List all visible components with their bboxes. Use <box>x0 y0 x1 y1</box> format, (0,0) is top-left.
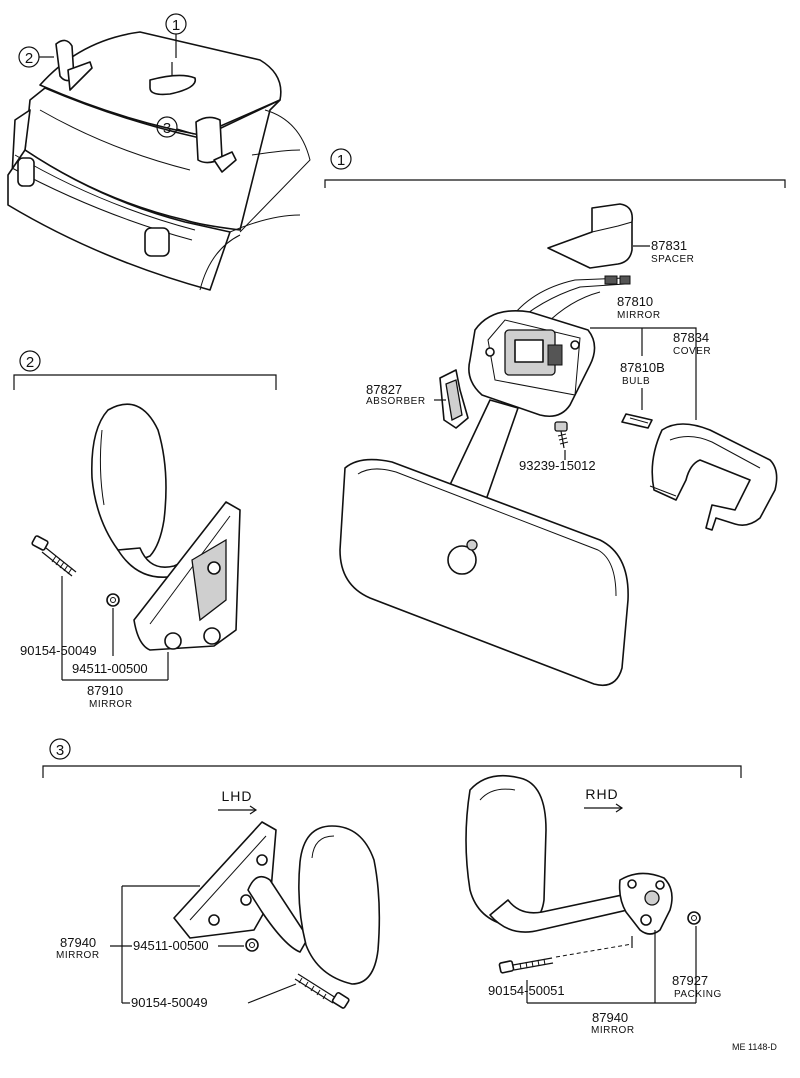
svg-text:1: 1 <box>172 17 180 34</box>
mirror-name-2: MIRROR <box>89 699 133 710</box>
svg-text:2: 2 <box>25 50 33 67</box>
lhd-heading: LHD <box>221 788 252 804</box>
section-1: 1 87831 SPACER <box>324 148 786 687</box>
vehicle-overview <box>7 31 311 291</box>
lhd-bolt-part <box>294 973 350 1009</box>
lhd-bolt-part-number: 90154-50049 <box>131 995 208 1010</box>
cover-name: COVER <box>673 346 711 357</box>
spacer-name: SPACER <box>651 254 694 265</box>
spacer-part <box>547 203 634 269</box>
bulb-name: BULB <box>622 376 650 387</box>
packing-name: PACKING <box>674 989 722 1000</box>
mirror-name: MIRROR <box>617 310 661 321</box>
mirror-part-number-2: 87910 <box>87 683 123 698</box>
svg-text:2: 2 <box>26 354 34 371</box>
interior-mirror-assembly <box>339 310 629 687</box>
lhd-mirror-part-number: 87940 <box>60 935 96 950</box>
absorber-name: ABSORBER <box>366 396 426 407</box>
rhd-mirror-part-number: 87940 <box>592 1010 628 1025</box>
cover-part-number: 87834 <box>673 330 709 345</box>
lhd-nut-part <box>245 938 259 952</box>
mirror-part-number: 87810 <box>617 294 653 309</box>
section-3: 3 LHD <box>42 738 742 1036</box>
section-2: 2 <box>13 350 277 710</box>
callout-2: 2 <box>18 46 54 68</box>
nut-part-number-2: 94511-00500 <box>72 661 148 676</box>
rhd-bolt-part-number: 90154-50051 <box>488 983 565 998</box>
lhd-mirror-part <box>173 821 381 985</box>
lhd-nut-part-number: 94511-00500 <box>133 938 209 953</box>
packing-part-number: 87927 <box>672 973 708 988</box>
svg-text:1: 1 <box>337 152 345 169</box>
rhd-mirror-name: MIRROR <box>591 1025 635 1036</box>
bulb-part-number: 87810B <box>620 360 665 375</box>
rhd-mirror-part <box>465 774 673 935</box>
svg-text:3: 3 <box>56 742 64 759</box>
rhd-bolt-part <box>498 957 554 974</box>
svg-text:3: 3 <box>163 120 171 137</box>
outer-mirror-2 <box>91 403 241 651</box>
diagram-reference: ME 1148-D <box>732 1042 777 1052</box>
lhd-group: LHD <box>56 788 381 1010</box>
rhd-heading: RHD <box>585 786 618 802</box>
absorber-part-number: 87827 <box>366 382 402 397</box>
bolt-part-number-2: 90154-50049 <box>20 643 97 658</box>
callout-3: 3 <box>156 116 195 138</box>
lhd-mirror-name: MIRROR <box>56 950 100 961</box>
absorber-part <box>439 369 469 429</box>
bolt-part-2 <box>31 535 77 577</box>
packing-part <box>687 911 701 925</box>
spacer-part-number: 87831 <box>651 238 687 253</box>
rhd-group: RHD <box>465 774 722 1036</box>
nut-part-2 <box>106 593 120 607</box>
cover-part <box>649 423 778 531</box>
screw-part-number: 93239-15012 <box>519 458 596 473</box>
callout-1: 1 <box>165 13 187 58</box>
screw-part <box>554 421 569 449</box>
bulb-part <box>621 413 653 429</box>
